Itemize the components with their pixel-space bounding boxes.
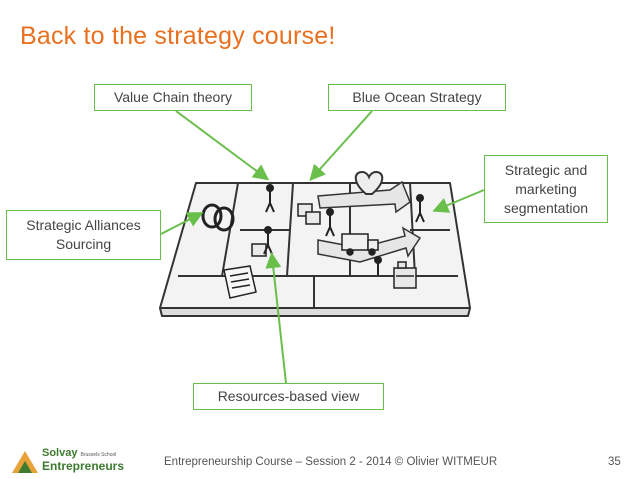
value-chain-box: Value Chain theory <box>94 84 252 111</box>
footer-text: Entrepreneurship Course – Session 2 - 20… <box>164 456 497 468</box>
segmentation-line-2: marketing <box>515 180 576 199</box>
resources-box: Resources-based view <box>193 383 384 410</box>
alliances-box: Strategic Alliances Sourcing <box>6 210 161 260</box>
blue-ocean-label: Blue Ocean Strategy <box>352 88 481 107</box>
canvas-board <box>160 183 470 316</box>
logo-mark-icon <box>12 447 38 473</box>
alliances-line-1: Strategic Alliances <box>26 216 140 235</box>
blue-ocean-box: Blue Ocean Strategy <box>328 84 506 111</box>
arrow-value-chain <box>176 111 266 178</box>
resources-label: Resources-based view <box>218 387 360 406</box>
document-icon <box>224 266 256 298</box>
logo-school: Brussels School <box>81 452 117 458</box>
page-number: 35 <box>608 456 621 468</box>
alliances-line-2: Sourcing <box>56 235 111 254</box>
logo-solvay: Solvay <box>42 447 77 459</box>
segmentation-line-3: segmentation <box>504 199 588 218</box>
solvay-logo: Solvay Brussels School Entrepreneurs <box>12 447 122 473</box>
segmentation-box: Strategic and marketing segmentation <box>484 155 608 223</box>
logo-line-2: Entrepreneurs <box>42 459 124 473</box>
value-chain-label: Value Chain theory <box>114 88 232 107</box>
arrow-blue-ocean <box>312 111 372 178</box>
logo-line-1: Solvay Brussels School <box>42 447 116 459</box>
segmentation-line-1: Strategic and <box>505 161 588 180</box>
